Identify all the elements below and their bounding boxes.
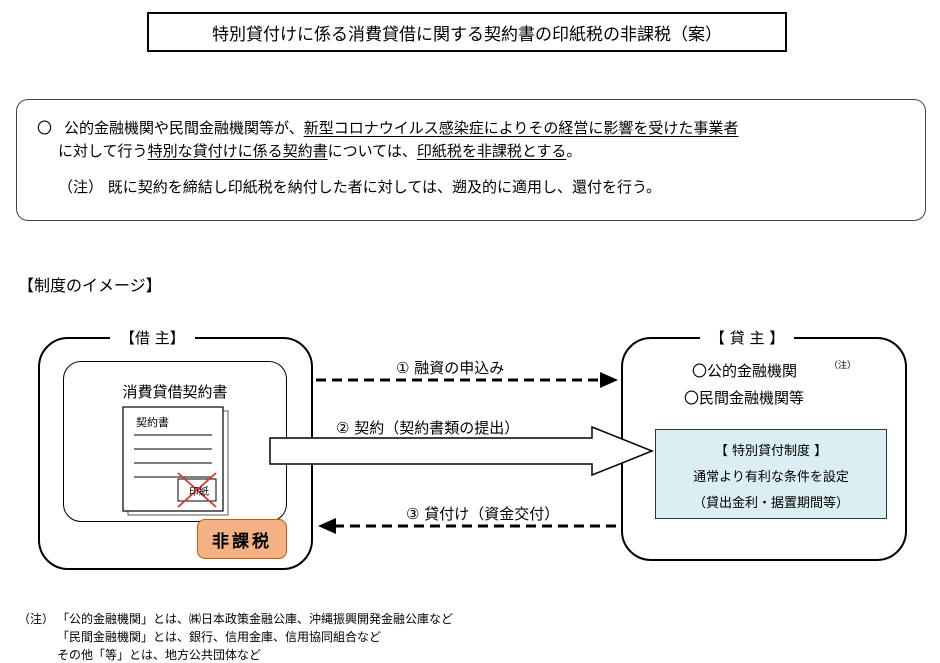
summary-text: 。 [566, 142, 582, 160]
summary-line-1: 〇公的金融機関や民間金融機関等が、新型コロナウイルス感染症によりその経営に影響を… [37, 117, 738, 138]
flow-label-loan: ③ 貸付け（資金交付） [406, 503, 560, 524]
footnote-line: 「民間金融機関」とは、銀行、信用金庫、信用協同組合など [57, 630, 382, 644]
summary-underlined-text: 新型コロナウイルス感染症によりその経営に影響を受けた事業者 [303, 119, 739, 137]
summary-note: （注） 既に契約を締結し印紙税を納付した者に対しては、遡及的に適用し、還付を行う… [58, 178, 662, 196]
summary-text: については、 [327, 142, 417, 160]
tax-exempt-badge-text: 非課税 [212, 531, 272, 552]
stamp-cross-line [177, 472, 217, 508]
borrower-title: 【借 主】 [110, 327, 195, 348]
bullet-marker: 〇 [37, 119, 53, 137]
stamp-label: 印紙 [189, 487, 209, 498]
loan-arrow-head [318, 518, 336, 534]
document-title-text: 特別貸付けに係る消費貸借に関する契約書の印紙税の非課税（案） [212, 24, 722, 45]
contract-card-title: 消費貸借契約書 [122, 383, 228, 401]
tax-exempt-badge: 非課税 [197, 519, 287, 559]
summary-text: に対して行う [58, 142, 148, 160]
summary-box: 〇公的金融機関や民間金融機関等が、新型コロナウイルス感染症によりその経営に影響を… [16, 99, 926, 221]
special-loan-line: （貸出金利・据置期間等） [692, 496, 849, 511]
footnote-line: その他「等」とは、地方公共団体など [57, 648, 262, 662]
lender-item-private: 〇民間金融機関等 [684, 389, 805, 407]
contract-document-illustration [122, 406, 229, 516]
flow-label-contract: ② 契約（契約書類の提出） [336, 419, 520, 437]
summary-underlined-text: 特別な貸付けに係る契約書 [147, 142, 328, 160]
lender-title: 【 貸 主 】 [700, 327, 795, 348]
special-loan-line: 通常より有利な条件を設定 [693, 470, 849, 485]
special-loan-title: 【 特別貸付制度 】 [714, 444, 828, 459]
apply-arrow-head [600, 372, 618, 388]
contract-block-arrow [269, 425, 655, 477]
special-loan-box: 【 特別貸付制度 】 通常より有利な条件を設定 （貸出金利・据置期間等） [655, 429, 887, 519]
document-title: 特別貸付けに係る消費貸借に関する契約書の印紙税の非課税（案） [147, 12, 787, 52]
flow-label-apply: ① 融資の申込み [396, 357, 505, 378]
lender-item-public: 〇公的金融機関 [692, 362, 798, 380]
footnote-prefix: （注） [18, 612, 55, 626]
summary-line-2: に対して行う特別な貸付けに係る契約書については、印紙税を非課税とする。 [58, 140, 581, 161]
document-heading: 契約書 [136, 416, 169, 429]
section-label: 【制度のイメージ】 [18, 276, 162, 295]
summary-text: 公的金融機関や民間金融機関等が、 [64, 119, 304, 137]
lender-note-marker: （注） [829, 361, 857, 371]
summary-underlined-text: 印紙税を非課税とする [416, 142, 567, 160]
footnote-line: 「公的金融機関」とは、㈱日本政策金融公庫、沖縄振興開発金融公庫など [57, 612, 454, 626]
